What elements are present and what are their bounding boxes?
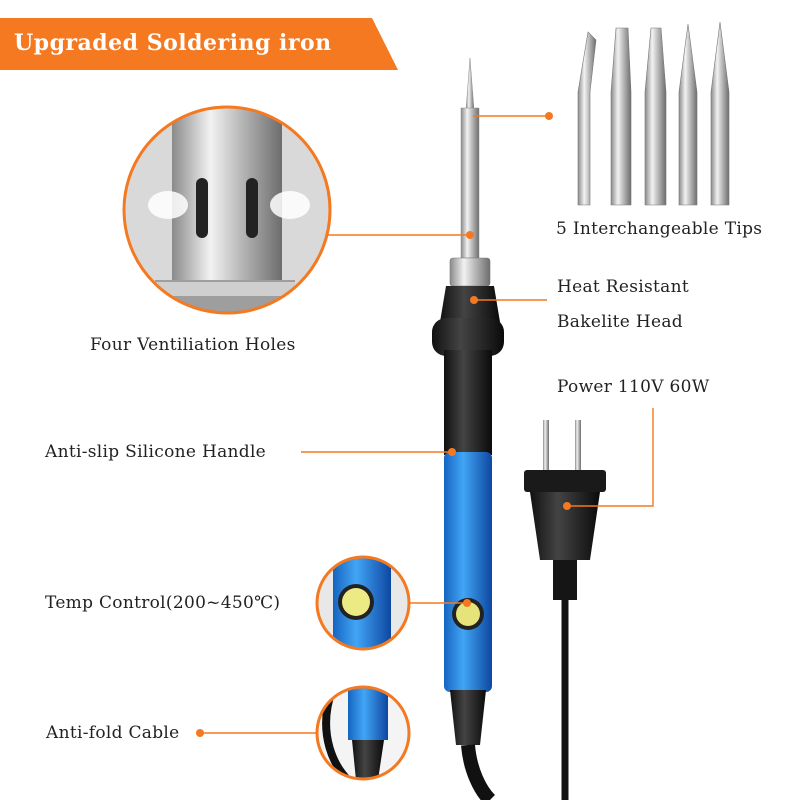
title-banner-shape: [0, 18, 398, 70]
tip-5: [710, 21, 730, 206]
label-power: Power 110V 60W: [557, 377, 710, 397]
ventilation-zoom-circle: [122, 105, 332, 315]
tip-1: [577, 31, 597, 206]
title-banner: Upgraded Soldering iron: [14, 30, 332, 56]
tips-group: [577, 21, 730, 206]
label-head-line1: Heat Resistant: [557, 277, 689, 297]
cable-zoom-circle: [315, 685, 411, 781]
tip-4: [678, 23, 698, 206]
callouts: [196, 112, 654, 737]
tip-3: [644, 27, 667, 206]
label-tips: 5 Interchangeable Tips: [556, 219, 763, 239]
label-ventilation: Four Ventiliation Holes: [90, 335, 296, 355]
power-plug: [524, 420, 606, 800]
label-handle: Anti-slip Silicone Handle: [45, 442, 267, 462]
label-head-line2: Bakelite Head: [557, 312, 683, 332]
temp-zoom-circle: [315, 555, 411, 651]
tip-2: [610, 27, 632, 206]
label-cable: Anti-fold Cable: [46, 723, 180, 743]
iron-body: [432, 57, 504, 800]
label-temp: Temp Control(200~450℃): [45, 593, 281, 613]
